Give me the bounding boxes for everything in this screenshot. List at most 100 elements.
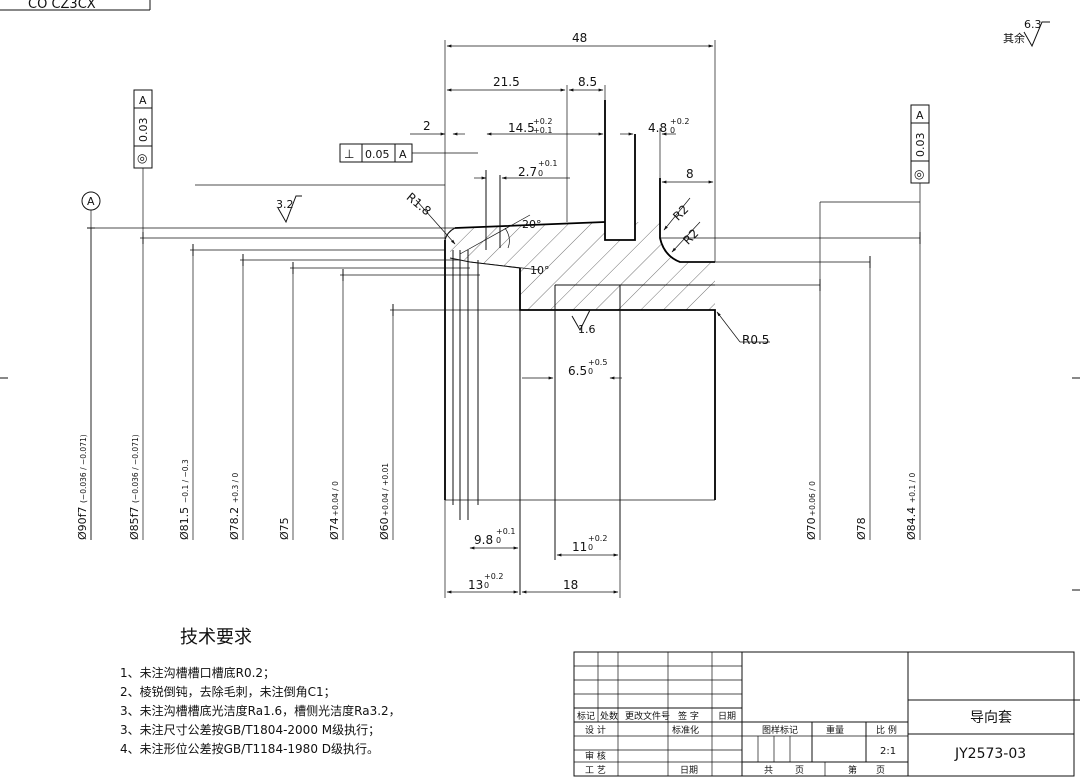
- dim-6-5: 6.5: [568, 364, 587, 378]
- tb-hdr-sign: 签 字: [678, 710, 699, 722]
- diameter-label: Ø74: [328, 517, 341, 540]
- tb-stage-mark: 图样标记: [762, 724, 798, 736]
- dim-13: 13: [468, 578, 483, 592]
- dim-6-5-upper: +0.5: [588, 358, 607, 367]
- tb-design: 设 计: [585, 724, 606, 736]
- header-fragment: CO CZ3CX: [0, 0, 151, 12]
- diameter-label: Ø81.5: [178, 507, 191, 540]
- diameter-tolerance: −0.1 / −0.3: [181, 459, 190, 503]
- tb-date2: 日期: [680, 765, 698, 776]
- tb-hdr-docno: 更改文件号: [625, 710, 670, 722]
- diameter-tolerance: (−0.036 / −0.071): [79, 434, 88, 503]
- tech-title: 技术要求: [180, 627, 252, 648]
- dim-2: 2: [423, 119, 431, 133]
- dim-14-5-lower: +0.1: [533, 126, 552, 135]
- tb-sheet: 第: [848, 764, 857, 776]
- diameter-label: Ø78.2: [228, 507, 241, 540]
- conc-left-symbol: ◎: [137, 151, 147, 165]
- perp-symbol: ⊥: [344, 147, 354, 161]
- tech-requirements: 技术要求 1、未注沟槽槽口槽底R0.2； 2、棱锐倒钝，去除毛刺，未注倒角C1；…: [120, 627, 401, 756]
- dim-48: 48: [572, 31, 587, 45]
- surface-finish-other: 其余 6.3: [1003, 18, 1050, 48]
- perp-value: 0.05: [365, 148, 390, 161]
- dim-11: 11: [572, 540, 587, 554]
- dim-8-5: 8.5: [578, 75, 597, 89]
- dim-4-8: 4.8: [648, 121, 667, 135]
- dim-4-8-upper: +0.2: [670, 117, 689, 126]
- tech-item-1: 1、未注沟槽槽口槽底R0.2；: [120, 665, 275, 680]
- tb-total: 共: [764, 765, 773, 776]
- diameter-label: Ø84.4: [905, 507, 918, 540]
- dimension-lines: 48 21.5 8.5 2 14.5 +0.2 +0.1 4.8 +0.2 0 …: [276, 31, 770, 598]
- title-block: 标记 处数 更改文件号 签 字 日期 设 计 标准化 审 核 工 艺 日期 图样…: [573, 651, 1075, 777]
- tb-standardize: 标准化: [672, 724, 699, 736]
- tb-weight: 重量: [826, 724, 844, 736]
- dim-6-5-lower: 0: [588, 367, 593, 376]
- dim-2-7: 2.7: [518, 165, 537, 179]
- hatch-area: [445, 222, 715, 310]
- tech-item-3: 3、未注沟槽槽底光洁度Ra1.6，槽侧光洁度Ra3.2，: [120, 703, 401, 718]
- dim-14-5: 14.5: [508, 121, 535, 135]
- dim-11-upper: +0.2: [588, 534, 607, 543]
- dim-9-8-upper: +0.1: [496, 527, 515, 536]
- gdt-concentricity-left: A 0.03 ◎: [133, 89, 153, 238]
- tb-hdr-mark: 标记: [577, 710, 595, 722]
- dim-21-5: 21.5: [493, 75, 520, 89]
- dim-2-7-upper: +0.1: [538, 159, 557, 168]
- dim-18: 18: [563, 578, 578, 592]
- tb-hdr-date: 日期: [718, 711, 736, 722]
- diameter-label: Ø75: [278, 517, 291, 540]
- dim-r2-a: R2: [670, 202, 691, 223]
- diameter-tolerance: +0.04 / +0.01: [381, 463, 390, 516]
- datum-a-label: A: [87, 195, 95, 208]
- other-value: 6.3: [1024, 18, 1042, 31]
- dim-11-lower: 0: [588, 543, 593, 552]
- diameter-tolerance: +0.1 / 0: [908, 472, 917, 503]
- gdt-perpendicularity: ⊥ 0.05 A: [339, 143, 478, 163]
- diameter-tolerance: +0.3 / 0: [231, 472, 240, 503]
- gdt-concentricity-right: A 0.03 ◎: [910, 104, 930, 238]
- part-section: [88, 100, 920, 595]
- dim-9-8: 9.8: [474, 533, 493, 547]
- tb-part-name: 导向套: [970, 710, 1012, 726]
- dim-r0-5: R0.5: [742, 333, 769, 347]
- dim-4-8-lower: 0: [670, 126, 675, 135]
- conc-right-symbol: ◎: [914, 167, 924, 181]
- diameter-label: Ø85f7: [128, 506, 141, 540]
- tech-item-2: 2、棱锐倒钝，去除毛刺，未注倒角C1；: [120, 684, 336, 699]
- diameter-label: Ø90f7: [76, 506, 89, 540]
- other-label: 其余: [1003, 31, 1025, 45]
- conc-left-datum: A: [139, 94, 147, 107]
- conc-left-value: 0.03: [137, 118, 150, 143]
- tb-hdr-count: 处数: [600, 710, 618, 722]
- dim-r2-b: R2: [680, 226, 701, 247]
- tb-scale: 2:1: [880, 746, 896, 757]
- diameter-label: Ø60: [378, 517, 391, 540]
- tb-scale-label: 比 例: [876, 724, 897, 736]
- diameter-label: Ø78: [855, 517, 868, 540]
- dim-8: 8: [686, 167, 694, 181]
- tb-process: 工 艺: [585, 765, 606, 776]
- tb-drawing-no: JY2573-03: [954, 746, 1026, 762]
- dim-13-upper: +0.2: [484, 572, 503, 581]
- diameter-tolerance: +0.04 / 0: [331, 481, 340, 516]
- tech-item-5: 4、未注形位公差按GB/T1184-1980 D级执行。: [120, 741, 379, 756]
- conc-right-datum: A: [916, 109, 924, 122]
- dim-14-5-upper: +0.2: [533, 117, 552, 126]
- header-fragment-text: CO CZ3CX: [28, 0, 96, 12]
- dim-r1-8: R1.8: [404, 190, 434, 218]
- roughness-1-6: 1.6: [578, 323, 596, 336]
- diameter-labels: Ø90f7 (−0.036 / −0.071) Ø85f7 (−0.036 / −0.…: [76, 434, 918, 540]
- perp-datum: A: [399, 148, 407, 161]
- roughness-3-2: 3.2: [276, 198, 294, 211]
- tb-sheet-unit1: 页: [795, 765, 804, 776]
- angle-10: 10°: [530, 264, 550, 277]
- dim-2-7-lower: 0: [538, 169, 543, 178]
- dim-13-lower: 0: [484, 581, 489, 590]
- diameter-dims: [87, 202, 921, 540]
- tech-item-4: 3、未注尺寸公差按GB/T1804-2000 M级执行；: [120, 722, 380, 737]
- diameter-tolerance: (−0.036 / −0.071): [131, 434, 140, 503]
- dim-9-8-lower: 0: [496, 536, 501, 545]
- angle-20: 20°: [522, 218, 542, 231]
